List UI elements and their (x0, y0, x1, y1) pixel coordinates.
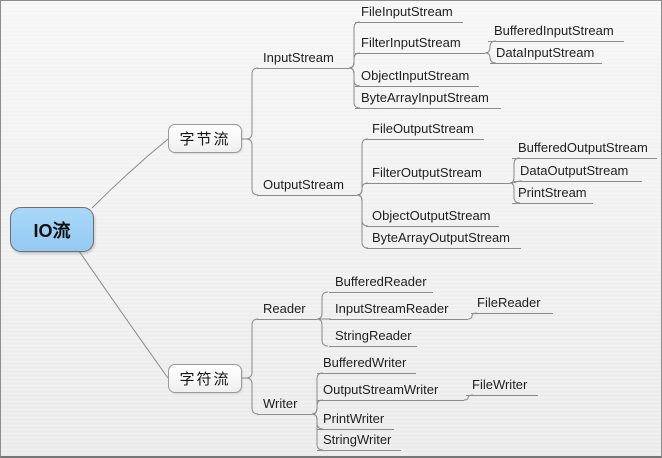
node-stringwriter[interactable]: StringWriter (317, 432, 401, 451)
node-filewriter[interactable]: FileWriter (466, 377, 538, 396)
node-fileinputstream[interactable]: FileInputStream (355, 4, 463, 23)
node-dataoutputstream[interactable]: DataOutputStream (514, 163, 642, 182)
node-inputstreamreader[interactable]: InputStreamReader (329, 301, 468, 320)
node-objectinputstream[interactable]: ObjectInputStream (355, 68, 479, 87)
node-char-stream[interactable]: 字符流 (168, 364, 242, 393)
node-filereader[interactable]: FileReader (471, 295, 553, 314)
node-bufferedreader[interactable]: BufferedReader (329, 274, 433, 293)
node-fileoutputstream[interactable]: FileOutputStream (366, 121, 484, 140)
node-filterinputstream[interactable]: FilterInputStream (355, 35, 485, 54)
node-byte-stream[interactable]: 字节流 (168, 124, 242, 153)
node-io-root[interactable]: IO流 (10, 207, 94, 252)
node-datainputstream[interactable]: DataInputStream (490, 45, 602, 64)
node-bufferedwriter[interactable]: BufferedWriter (317, 355, 416, 374)
node-reader[interactable]: Reader (257, 301, 317, 320)
node-bufferedinputstream[interactable]: BufferedInputStream (488, 23, 624, 42)
node-stringreader[interactable]: StringReader (329, 328, 417, 347)
node-bytearrayoutputstream[interactable]: ByteArrayOutputStream (366, 230, 521, 249)
node-printwriter[interactable]: PrintWriter (317, 411, 394, 430)
node-outputstreamwriter[interactable]: OutputStreamWriter (317, 382, 464, 401)
node-inputstream[interactable]: InputStream (257, 50, 349, 69)
node-outputstream[interactable]: OutputStream (257, 177, 357, 196)
node-objectoutputstream[interactable]: ObjectOutputStream (366, 208, 499, 227)
node-filteroutputstream[interactable]: FilterOutputStream (366, 165, 510, 184)
node-writer[interactable]: Writer (257, 396, 312, 415)
node-printstream[interactable]: PrintStream (512, 185, 593, 204)
node-bytearrayinputstream[interactable]: ByteArrayInputStream (355, 90, 501, 109)
node-bufferedoutputstream[interactable]: BufferedOutputStream (512, 140, 657, 159)
